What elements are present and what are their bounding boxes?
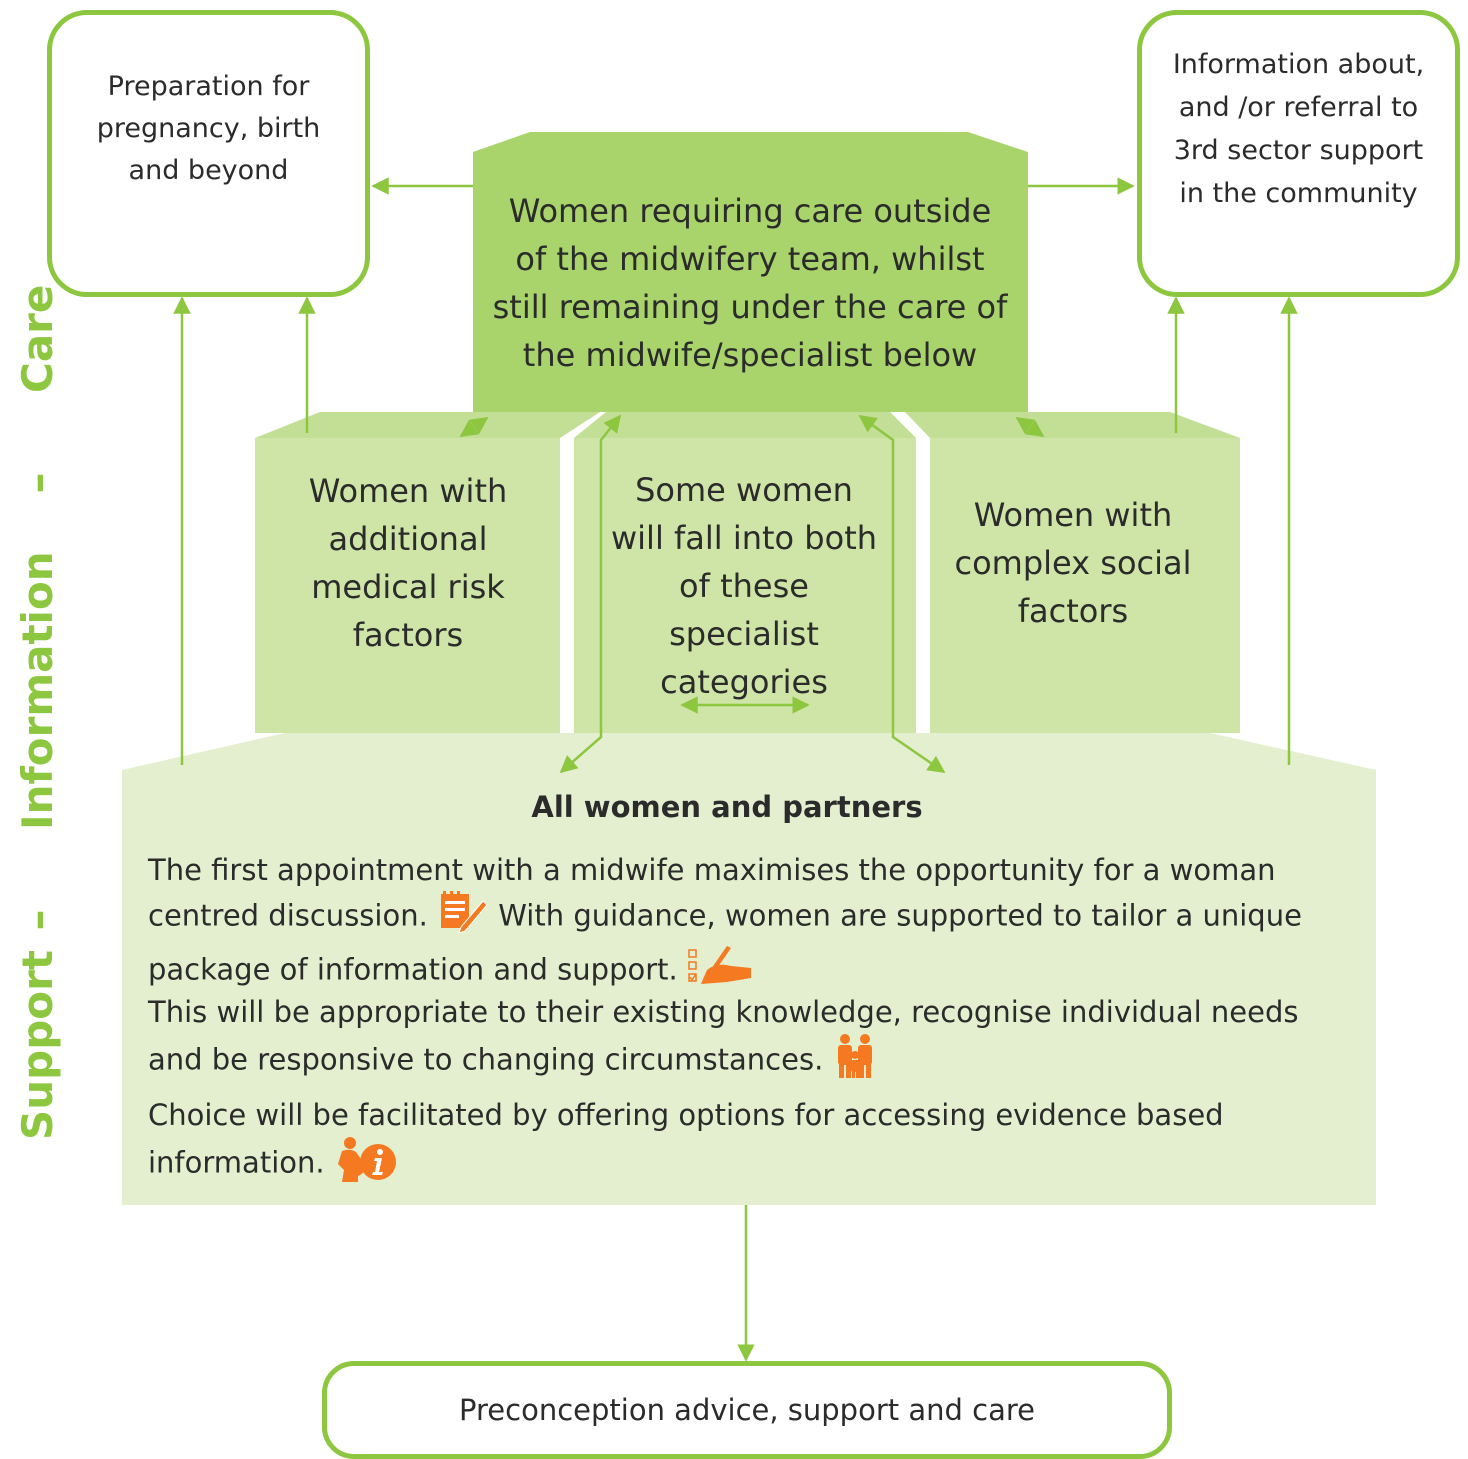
base-paragraph-1a: The first appointment with a midwife max…: [148, 853, 1276, 933]
hand-writing-checklist-icon: [687, 944, 753, 999]
middle-left-block-text: Women with additional medical risk facto…: [308, 471, 508, 654]
base-paragraph-1b: With guidance, women are supported to ta…: [148, 898, 1302, 987]
preparation-box-text: Preparation for pregnancy, birth and bey…: [96, 70, 321, 186]
family-icon: [833, 1033, 879, 1090]
base-paragraph-1: The first appointment with a midwife max…: [148, 849, 1308, 999]
top-center-block-shape: [473, 132, 1028, 412]
base-paragraph-2: This will be appropriate to their existi…: [148, 991, 1328, 1090]
side-label-dash-2: –: [13, 909, 62, 931]
top-center-block-text: Women requiring care outside of the midw…: [492, 191, 1008, 374]
side-label-care: Care: [13, 284, 62, 393]
side-label-support: Support: [13, 950, 62, 1140]
pregnant-woman-info-icon: [334, 1136, 400, 1193]
preconception-box: Preconception advice, support and care: [322, 1361, 1172, 1459]
preparation-box: Preparation for pregnancy, birth and bey…: [47, 10, 370, 297]
base-block-heading: All women and partners: [531, 790, 923, 824]
arrow-top-social: [1015, 416, 1045, 438]
arrow-top-medical: [459, 416, 489, 438]
notepad-pencil-icon: [437, 891, 489, 944]
base-paragraph-3-text: Choice will be facilitated by offering o…: [148, 1098, 1224, 1180]
information-referral-box-text: Information about, and /or referral to 3…: [1172, 48, 1425, 209]
arrow-top-to-base-left: [559, 414, 622, 774]
middle-center-block-shape: [574, 438, 916, 733]
middle-right-block-top: [905, 412, 1240, 438]
middle-left-block-shape: [255, 438, 560, 733]
base-paragraph-3: Choice will be facilitated by offering o…: [148, 1094, 1248, 1193]
middle-right-block-text: Women with complex social factors: [954, 495, 1192, 630]
middle-center-block-text: Some women will fall into both of these …: [610, 471, 878, 701]
side-label-information: Information: [13, 551, 62, 830]
preconception-box-text: Preconception advice, support and care: [459, 1393, 1035, 1427]
arrow-top-to-base-right: [858, 414, 946, 774]
middle-left-block-top: [255, 412, 600, 438]
base-paragraph-2-text: This will be appropriate to their existi…: [148, 995, 1299, 1077]
middle-right-block-shape: [930, 438, 1240, 733]
side-label-dash-1: –: [13, 472, 62, 494]
middle-center-block-top: [574, 412, 916, 438]
information-referral-box: Information about, and /or referral to 3…: [1137, 10, 1460, 297]
